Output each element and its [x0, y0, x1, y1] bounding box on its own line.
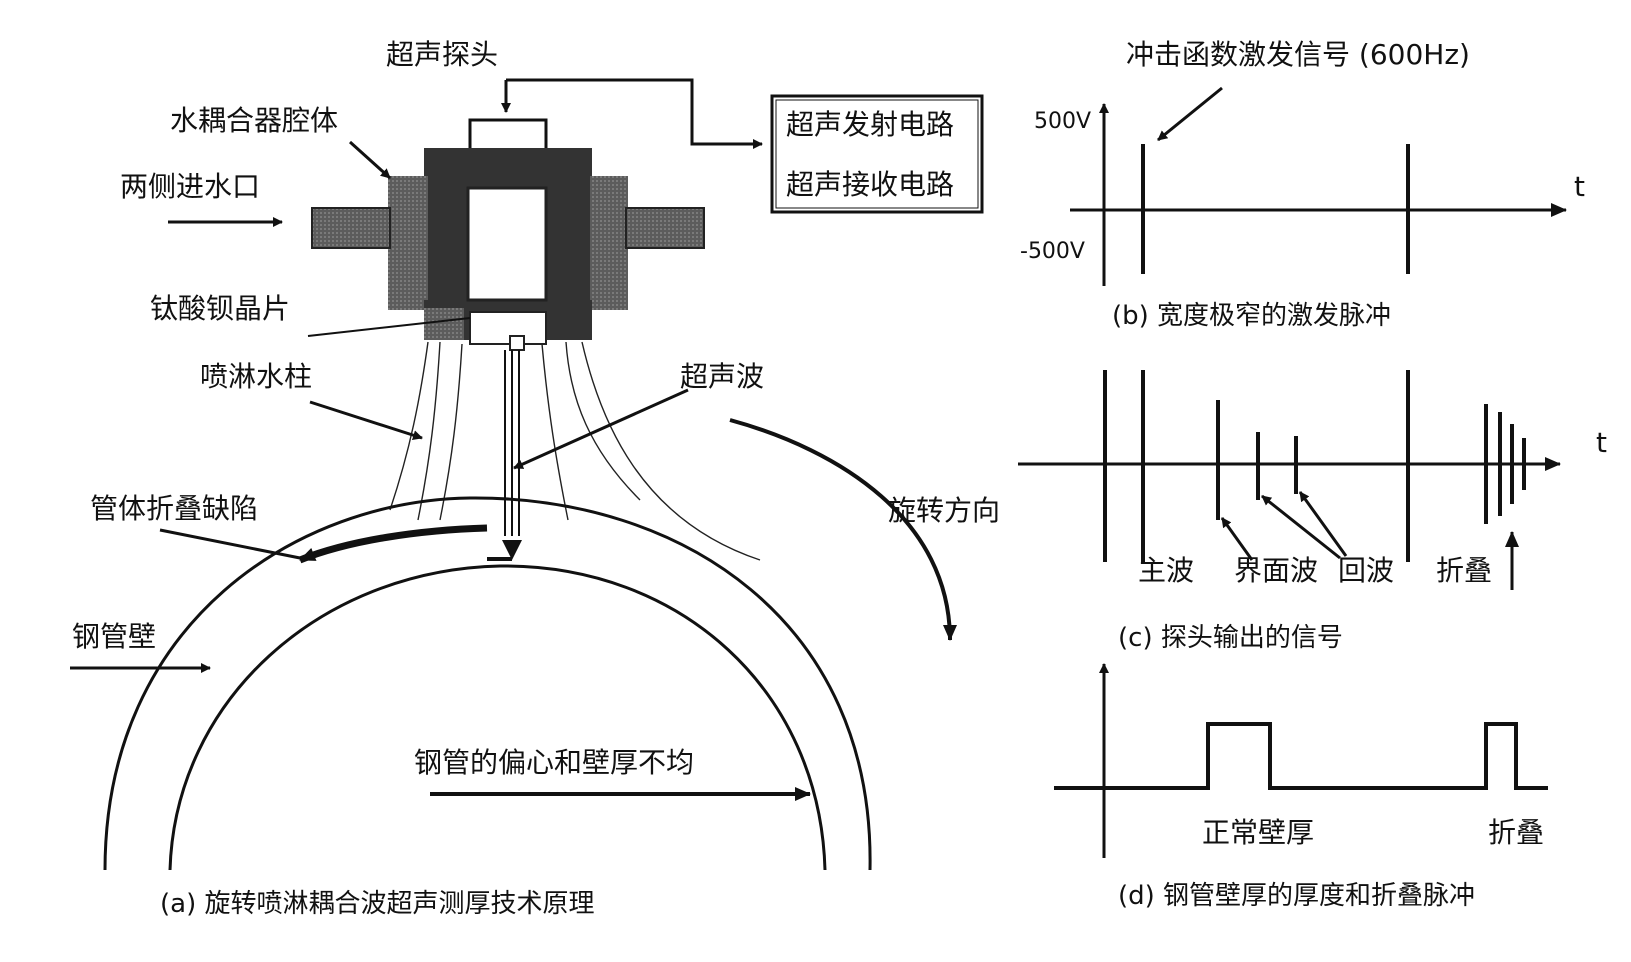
c-pulses: [1103, 370, 1526, 562]
b-vneg-label: -500V: [1020, 239, 1085, 264]
housing-pointer: [348, 140, 392, 180]
c-echo-pointer-1: [1261, 494, 1341, 560]
c-interface-pointer: [1220, 517, 1254, 561]
panel-c: t 主波 界面波 回波 折叠 (c) 探头输出的信号: [1018, 370, 1607, 653]
probe-label: 超声探头: [386, 38, 498, 71]
panel-b: 冲击函数激发信号 (600Hz) 500V -500V t (b) 宽度极窄的激…: [1020, 38, 1585, 331]
wave-pointer: [513, 388, 689, 470]
panel-a: 超声探头 水耦合器腔体 两侧进水口 钛酸钡晶片 喷淋水柱 超声波 管体折叠缺陷 …: [70, 38, 1000, 919]
c-fold-label: 折叠: [1436, 554, 1492, 587]
beam-arrowhead: [502, 540, 522, 560]
b-signal-pointer: [1157, 86, 1223, 142]
rotation-arrow: [729, 418, 957, 641]
fold-pointer: [159, 528, 301, 560]
caption-b: (b) 宽度极窄的激发脉冲: [1112, 301, 1391, 331]
c-axis-label: t: [1596, 426, 1607, 459]
panel-d: 正常壁厚 折叠 (d) 钢管壁厚的厚度和折叠脉冲: [1054, 663, 1548, 911]
inner-chamber: [466, 186, 548, 302]
caption-d: (d) 钢管壁厚的厚度和折叠脉冲: [1118, 881, 1475, 911]
caption-c: (c) 探头输出的信号: [1118, 623, 1343, 653]
fold-defect-label: 管体折叠缺陷: [90, 492, 258, 525]
circuit-box: 超声发射电路 超声接收电路: [770, 94, 984, 214]
b-signal-label: 冲击函数激发信号 (600Hz): [1126, 38, 1470, 71]
d-normal-label: 正常壁厚: [1202, 816, 1314, 849]
left-inlet: [311, 207, 391, 249]
c-main-label: 主波: [1138, 554, 1194, 587]
rotation-label: 旋转方向: [888, 494, 1000, 527]
wave-label: 超声波: [680, 360, 764, 393]
b-axis-label: t: [1574, 170, 1585, 203]
housing-label: 水耦合器腔体: [170, 104, 338, 137]
d-pulse-trace: [1054, 722, 1548, 790]
d-fold-label: 折叠: [1488, 816, 1544, 849]
crystal-pointer: [307, 317, 471, 337]
transmit-circuit: 超声发射电路: [786, 108, 954, 141]
pipe-outer: [103, 496, 872, 871]
b-vpos-label: 500V: [1034, 109, 1091, 134]
probe-cable: [506, 78, 763, 149]
c-echo-label: 回波: [1338, 554, 1394, 587]
right-inlet: [625, 207, 705, 249]
coupler-housing: [311, 148, 705, 351]
c-interface-label: 界面波: [1234, 554, 1318, 587]
crystal: [469, 311, 547, 345]
c-echo-pointer-2: [1298, 491, 1348, 557]
pipe-wall-label: 钢管壁: [72, 620, 156, 653]
inlet-label: 两侧进水口: [120, 170, 260, 203]
caption-a: (a) 旋转喷淋耦合波超声测厚技术原理: [160, 889, 595, 919]
fold-defect: [298, 524, 488, 564]
receive-circuit: 超声接收电路: [786, 168, 954, 201]
spray-pointer: [309, 400, 423, 441]
crystal-label: 钛酸钡晶片: [150, 292, 290, 325]
spray-label: 喷淋水柱: [200, 360, 312, 393]
ultrasonic-beam: [504, 350, 520, 536]
eccentric-label: 钢管的偏心和壁厚不均: [414, 746, 694, 779]
pipe-inner: [168, 564, 827, 871]
